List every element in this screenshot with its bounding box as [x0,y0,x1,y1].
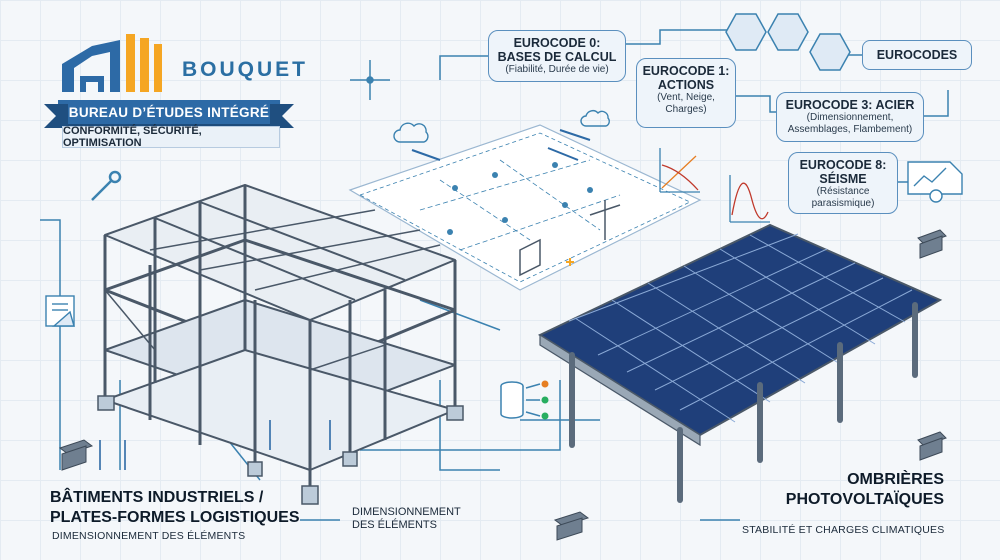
chart-icon-a [659,148,700,193]
orange-marks [566,258,574,266]
building-label-line1: BÂTIMENTS INDUSTRIELS / [50,489,264,506]
bouquet-logo-mark [62,34,162,92]
plans-icon [45,295,75,327]
eurocode-3-box: EUROCODE 3: ACIER (Dimensionnement, Asse… [776,92,924,142]
eurocode-0-title-line1: EUROCODE 0: [513,36,601,50]
eurocode-1-title-line2: ACTIONS [657,78,715,92]
eurocode-3-subtitle-line1: (Dimensionnement, [806,112,894,123]
carport-label-line2: PHOTOVOLTAÏQUES [785,491,944,508]
building-label-line2: PLATES-FORMES LOGISTIQUES [50,509,300,526]
eurocodes-header-box: EUROCODES [862,40,972,70]
column-footings [97,395,464,505]
steel-building-frame [103,184,457,490]
brand-name: BOUQUET [182,58,308,81]
eurocode-3-subtitle-line2: Assemblages, Flambement) [787,124,913,135]
eurocode-1-subtitle-line1: (Vent, Neige, [657,92,715,103]
building-label: BÂTIMENTS INDUSTRIELS / PLATES-FORMES LO… [50,488,300,528]
dimension-arrows [99,420,331,470]
cloud-icon [393,110,610,143]
eurocode-1-box: EUROCODE 1: ACTIONS (Vent, Neige, Charge… [636,58,736,128]
eurocode-0-box: EUROCODE 0: BASES DE CALCUL (Fiabilité, … [488,30,626,82]
ribbon-title: BUREAU D’ÉTUDES INTÉGRÉ [44,100,294,128]
carport-label: OMBRIÈRES PHOTOVOLTAÏQUES [786,470,944,510]
database-icon [500,380,549,420]
document-chart-icon [907,161,963,203]
eurocode-8-subtitle-line1: (Résistance [816,186,870,197]
eurocode-8-subtitle-line2: parasismique) [811,198,875,209]
connector-lines [40,29,949,521]
carport-label-line1: OMBRIÈRES [847,471,944,488]
blueprint-plan [348,124,702,291]
i-beam-icons [58,229,947,541]
eurocode-8-box: EUROCODE 8: SÉISME (Résistance parasismi… [788,152,898,214]
eurocode-1-title-line1: EUROCODE 1: [642,64,730,78]
mid-label: DIMENSIONNEMENT DES ÉLÉMENTS [352,506,461,532]
mid-label-line2: DES ÉLÉMENTS [352,519,437,531]
eurocodes-header: EUROCODES [876,48,958,62]
eurocode-8-title-line1: EUROCODE 8: [799,158,887,172]
eurocode-3-title: EUROCODE 3: ACIER [785,98,915,112]
eurocode-1-subtitle-line2: Charges) [665,104,707,115]
eurocode-8-title-line2: SÉISME [819,172,867,186]
tagline: CONFORMITÉ, SÉCURITÉ, OPTIMISATION [62,125,280,149]
building-sublabel: DIMENSIONNEMENT DES ÉLÉMENTS [52,530,246,542]
eurocode-0-subtitle: (Fiabilité, Durée de vie) [505,64,609,75]
hexagon-decor [725,13,851,71]
wrench-icon [91,170,122,201]
solar-carport [537,223,943,503]
load-arrows [411,129,591,161]
compass-icon [350,60,390,100]
mid-label-line1: DIMENSIONNEMENT [352,506,461,518]
carport-sublabel: STABILITÉ ET CHARGES CLIMATIQUES [742,524,945,536]
eurocode-0-title-line2: BASES DE CALCUL [497,50,617,64]
chart-icon-b [729,175,770,223]
